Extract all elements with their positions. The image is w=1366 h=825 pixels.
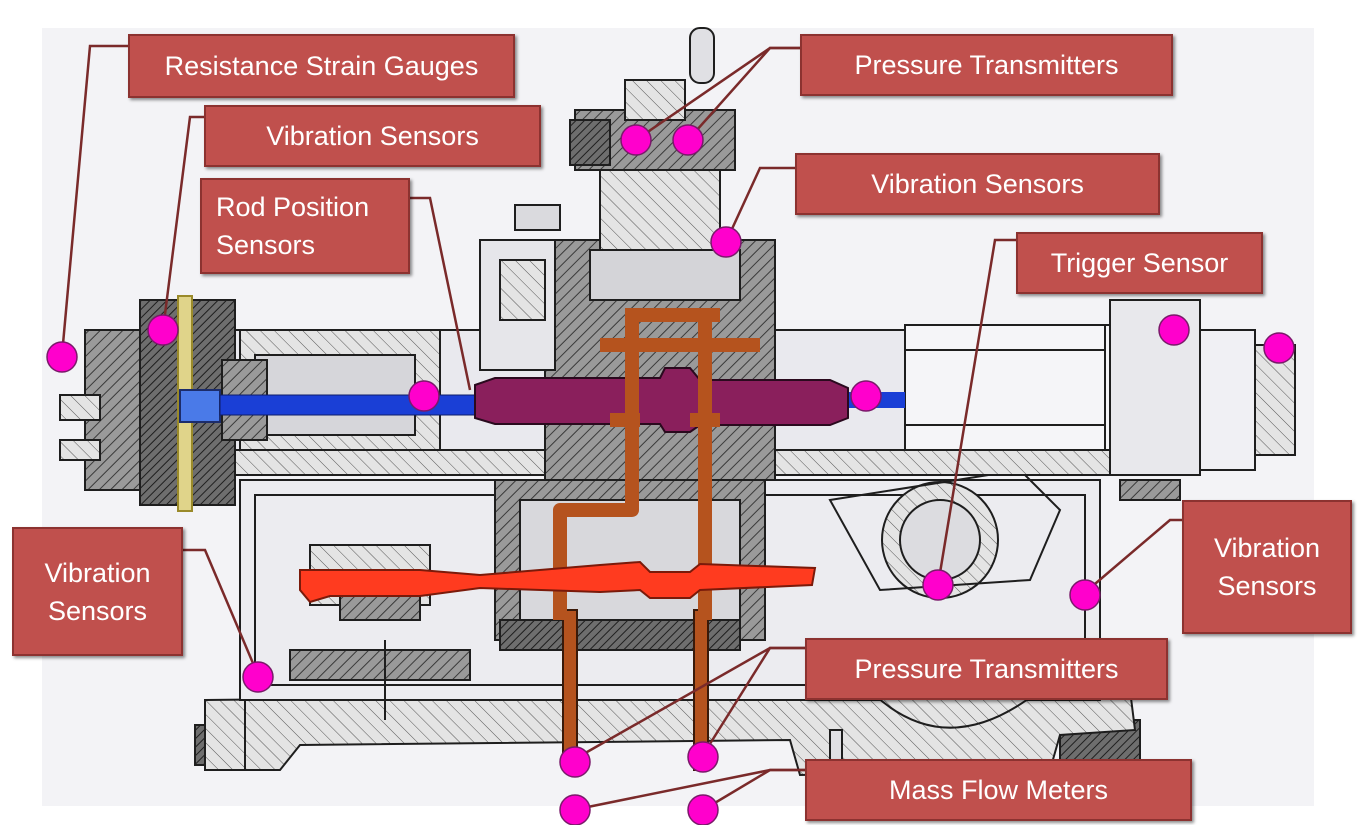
leader-pressure-top-b <box>687 46 800 141</box>
label-text-line2: Sensors <box>216 230 316 260</box>
label-vibration-sensors-left: Vibration Sensors <box>12 527 183 656</box>
sensor-marker-trigger <box>922 569 954 601</box>
sensor-marker-vibration-right <box>1069 579 1101 611</box>
sensor-markers <box>46 124 1295 825</box>
label-text-line1: Vibration <box>44 557 151 588</box>
label-text: Resistance Strain Gauges <box>164 51 479 81</box>
leader-pressure-bottom-b <box>701 646 805 756</box>
sensor-marker-pressure-top-b <box>672 124 704 156</box>
leader-vibration-top-right <box>724 166 795 243</box>
leader-resistance-strain-gauges <box>60 44 128 356</box>
label-text-line2: Sensors <box>47 595 148 626</box>
leader-trigger <box>936 238 1016 586</box>
label-vibration-sensors-top-left: Vibration Sensors <box>204 105 541 167</box>
label-text: Pressure Transmitters <box>854 654 1119 684</box>
label-text-line1: Vibration <box>1213 533 1321 563</box>
label-text: Pressure Transmitters <box>854 50 1119 80</box>
label-pressure-transmitters-bottom: Pressure Transmitters <box>805 638 1168 700</box>
leader-lines <box>60 44 1184 812</box>
leader-vibration-left <box>183 548 260 676</box>
sensor-marker-mass-flow-a <box>559 794 591 825</box>
label-text: Vibration Sensors <box>871 169 1084 199</box>
sensor-marker-vibration-top-left <box>147 314 179 346</box>
sensor-marker-vibration-left <box>242 661 274 693</box>
label-vibration-sensors-top-right: Vibration Sensors <box>795 153 1160 215</box>
leader-vibration-right <box>1081 518 1184 596</box>
sensor-marker-rod-position-right <box>850 380 882 412</box>
sensor-marker-pressure-bottom-b <box>687 741 719 773</box>
label-rod-position-sensors: Rod Position Sensors <box>200 178 410 274</box>
label-vibration-sensors-right: Vibration Sensors <box>1182 500 1352 634</box>
crosshead <box>474 367 849 433</box>
label-text: Mass Flow Meters <box>888 775 1109 805</box>
label-text-line1: Rod Position <box>216 192 370 222</box>
sensor-marker-pressure-top-a <box>620 124 652 156</box>
label-mass-flow-meters: Mass Flow Meters <box>805 759 1192 821</box>
sensor-marker-vibration-right-end-b <box>1263 332 1295 364</box>
label-text: Vibration Sensors <box>266 121 479 151</box>
leader-mass-flow-b <box>702 768 805 812</box>
label-text: Trigger Sensor <box>1050 248 1229 278</box>
sensor-marker-mass-flow-b <box>687 794 719 825</box>
label-trigger-sensor: Trigger Sensor <box>1016 232 1263 294</box>
sensor-marker-rod-position-left <box>408 380 440 412</box>
sensor-marker-vibration-top-right <box>710 226 742 258</box>
label-pressure-transmitters-top: Pressure Transmitters <box>800 34 1173 96</box>
leader-vibration-top-left <box>161 115 204 331</box>
sensor-marker-strain-gauge <box>46 341 78 373</box>
label-text-line2: Sensors <box>1217 571 1317 601</box>
sensor-marker-pressure-bottom-a <box>559 746 591 778</box>
crankshaft <box>299 560 817 604</box>
leader-rod-position <box>410 196 472 391</box>
sensor-marker-vibration-right-end-a <box>1158 314 1190 346</box>
label-resistance-strain-gauges: Resistance Strain Gauges <box>128 34 515 98</box>
